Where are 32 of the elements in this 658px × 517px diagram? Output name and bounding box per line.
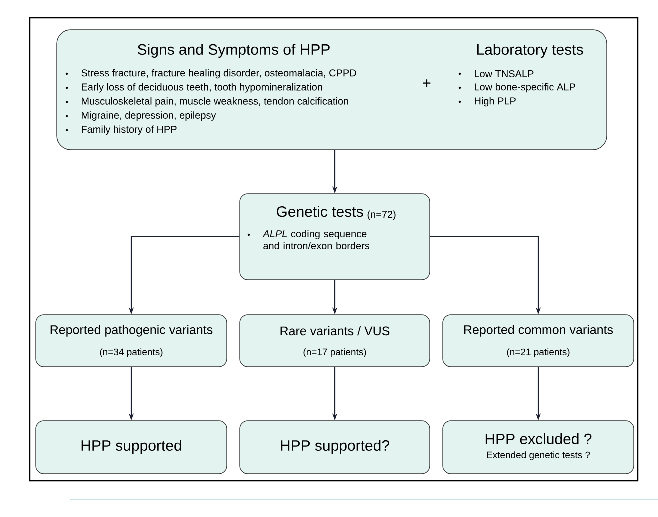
bullet-item: Low bone-specific ALP xyxy=(458,83,576,93)
heading: Genetic tests xyxy=(277,206,364,218)
patient-count: (n=34 patients) xyxy=(100,348,163,358)
patient-count: Extended genetic tests ? xyxy=(487,452,590,460)
heading: Laboratory tests xyxy=(477,44,584,58)
process-box xyxy=(36,314,228,368)
bullet-item: Low TNSALP xyxy=(458,70,534,78)
bullet-item: Musculoskeletal pain, muscle weakness, tendon calcification xyxy=(66,98,348,107)
plus-sign: + xyxy=(423,80,431,88)
heading: HPP supported xyxy=(82,440,182,454)
process-box xyxy=(240,314,430,368)
bullet-item: Migraine, depression, epilepsy xyxy=(66,112,216,121)
patient-count: (n=21 patients) xyxy=(507,348,570,358)
bullet-item: Family history of HPP xyxy=(66,126,177,136)
bullet-item: Stress fracture, fracture healing disorder, osteomalacia, CPPD xyxy=(66,69,356,79)
process-box xyxy=(240,194,430,280)
heading: HPP excluded ? xyxy=(486,434,592,444)
process-box xyxy=(36,420,228,474)
patient-count: (n=72) xyxy=(368,210,396,220)
patient-count: (n=17 patients) xyxy=(304,348,366,358)
process-box xyxy=(442,420,634,474)
process-box xyxy=(240,420,430,474)
heading: Reported pathogenic variants xyxy=(50,325,213,337)
heading: Signs and Symptoms of HPP xyxy=(138,44,330,58)
process-box xyxy=(442,314,634,368)
heading: HPP supported? xyxy=(281,440,390,454)
bullet-item: ALPL coding sequence and intron/exon borders xyxy=(248,230,370,250)
criteria-box xyxy=(56,30,608,150)
heading: Reported common variants xyxy=(464,325,614,337)
bullet-item: Early loss of deciduous teeth, tooth hypomineralization xyxy=(66,83,322,93)
heading: Rare variants / VUS xyxy=(280,326,390,336)
bullet-item: High PLP xyxy=(458,97,516,107)
